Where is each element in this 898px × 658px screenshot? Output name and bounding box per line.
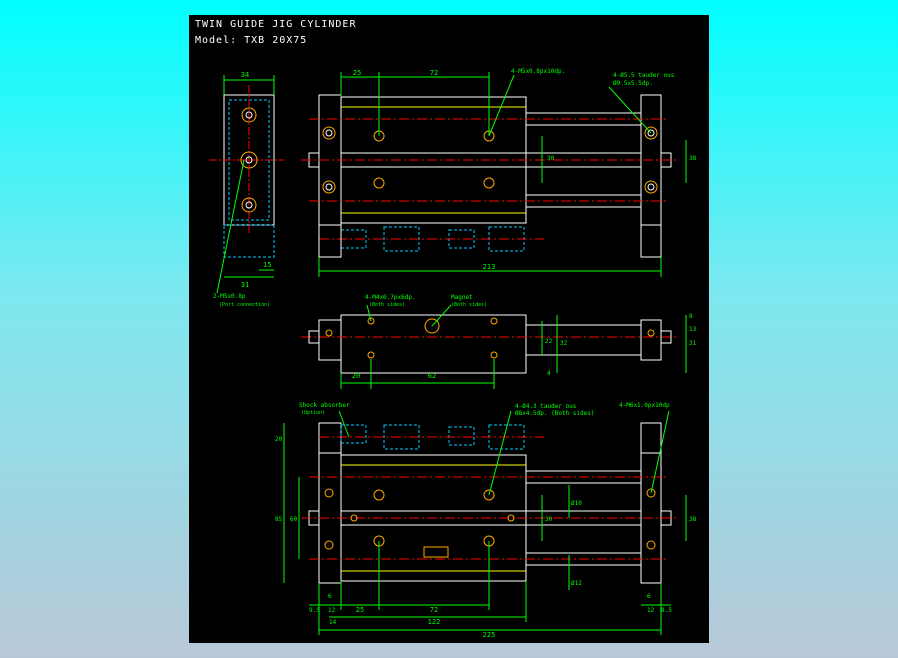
note-tauder: 4-Ø5.5 tauder ous: [613, 72, 675, 79]
dim-bot-60: 60: [290, 516, 298, 523]
dim-top-25: 25: [353, 69, 361, 77]
note-magnet: Magnet: [451, 294, 473, 301]
note-magnet-sub: (Both sides): [451, 302, 487, 308]
dim-bot-12b: 12: [647, 607, 655, 614]
dim-bot-85: 85: [275, 516, 283, 523]
dim-side-62: 62: [428, 372, 436, 380]
dim-side-4: 4: [547, 370, 551, 377]
dim-top-72: 72: [430, 69, 438, 77]
dim-top-213: 213: [483, 263, 496, 271]
dim-bot-20: 20: [275, 436, 283, 443]
note-m5: 4-M5x0.8px10dp.: [511, 68, 565, 75]
dim-bot-25: 25: [356, 606, 364, 614]
dim-bot-6b: 6: [647, 593, 651, 600]
note-m4: 4-M4x0.7px6dp.: [365, 294, 416, 301]
dim-side-20: 20: [352, 372, 360, 380]
note-m4-sub: (Both sides): [369, 302, 405, 308]
dim-bot-d10: Ø10: [571, 500, 582, 507]
port-note: 2-M5x0.8p: [213, 293, 246, 300]
port-note-sub: (Port connection): [219, 302, 270, 308]
dim-side-31: 31: [689, 340, 697, 347]
dim-bot-30: 30: [545, 516, 553, 523]
drawing-sheet: TWIN GUIDE JIG CYLINDER Model: TXB 20X75: [189, 15, 709, 643]
dim-bot-6a: 6: [328, 593, 332, 600]
dim-top-38: 38: [689, 155, 697, 162]
dim-bot-8-5: 8.5: [661, 607, 672, 614]
note-tauder-b: 4-Ø4.3 tauder ous: [515, 403, 577, 410]
dim-bot-72: 72: [430, 606, 438, 614]
cad-drawing: 34 15 31 2-M5x0.8p (Port connection) 25 …: [209, 68, 697, 639]
drawing-title: TWIN GUIDE JIG CYLINDER: [195, 19, 357, 30]
dim-bot-225: 225: [483, 631, 496, 639]
dim-bot-d12: Ø12: [571, 580, 582, 587]
dim-side-8: 8: [689, 313, 693, 320]
dim-side-13: 13: [689, 326, 697, 333]
side-view: [301, 304, 687, 389]
note-tauder-b-sub: Ø8x4.5dp. (Both sides): [515, 410, 594, 417]
dim-left-34: 34: [241, 71, 249, 79]
dim-bot-14: 14: [329, 619, 337, 626]
dim-top-30: 30: [547, 155, 555, 162]
dim-bot-9-5: 9.5: [309, 607, 320, 614]
dim-bot-38: 38: [689, 516, 697, 523]
note-tauder-sub: Ø9.5x5.5dp.: [613, 80, 653, 87]
dim-bot-122: 122: [428, 618, 441, 626]
bottom-view: [283, 410, 687, 635]
dim-side-22: 22: [545, 338, 553, 345]
dim-left-31: 31: [241, 281, 249, 289]
dim-bot-12a: 12: [328, 607, 336, 614]
dim-left-15: 15: [263, 261, 271, 269]
model-label: Model: TXB 20X75: [195, 35, 308, 46]
top-view: [301, 72, 687, 277]
dim-side-32: 32: [560, 340, 568, 347]
note-m6: 4-M6x1.0px10dp: [619, 402, 670, 409]
note-shock-sub: (Option): [301, 410, 325, 416]
note-shock: Shock absorber: [299, 402, 350, 409]
left-end-view: [209, 75, 284, 294]
